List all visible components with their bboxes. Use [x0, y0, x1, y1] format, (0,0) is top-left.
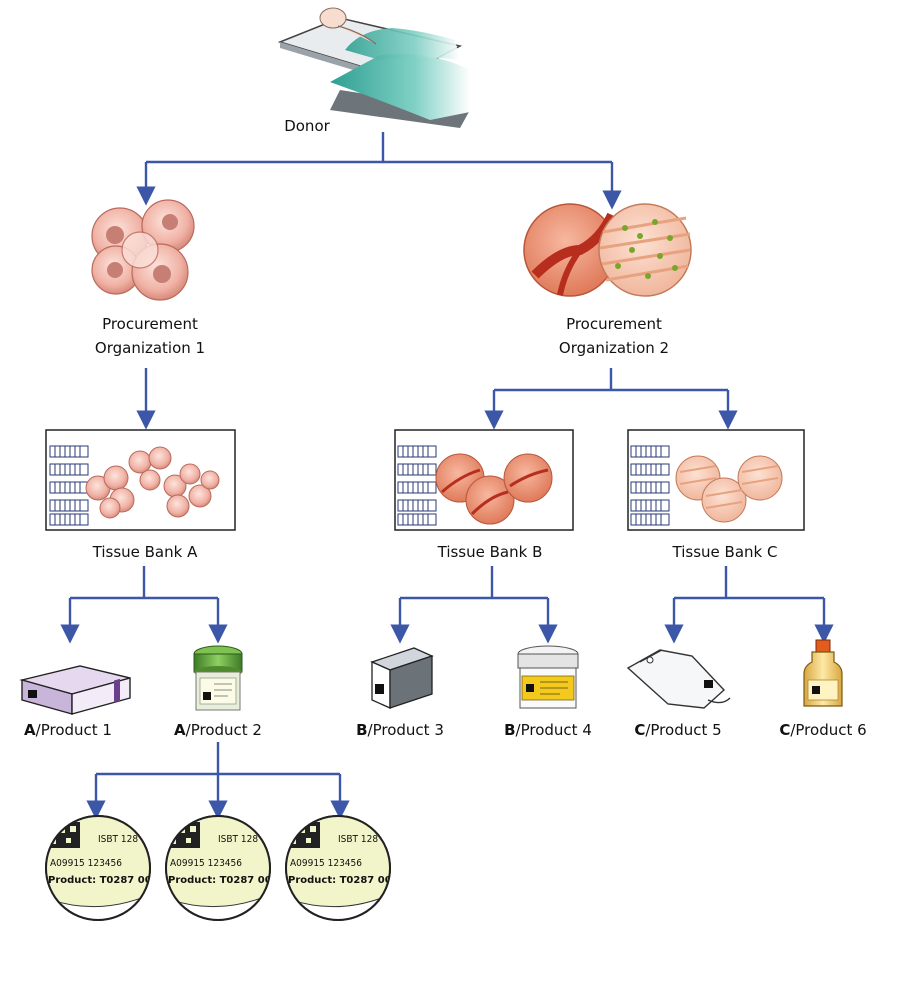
product-5-label: C/Product 5 — [618, 718, 738, 742]
product-4-label: B/Product 4 — [488, 718, 608, 742]
donor-label: Donor — [284, 117, 330, 135]
product-4-bank: B — [504, 721, 516, 739]
connector-po2-split — [494, 368, 728, 392]
product-1-box-illustration — [19, 665, 131, 715]
product-6-name: /Product 6 — [790, 721, 867, 739]
tissue-bank-a-box — [45, 429, 236, 531]
product-4-name: /Product 4 — [515, 721, 592, 739]
connector-donor — [146, 132, 612, 164]
tissue-bank-c-box — [627, 429, 805, 531]
product-2-name: /Product 2 — [185, 721, 262, 739]
procurement-2-illustration — [523, 203, 692, 297]
product-2-label: A/Product 2 — [158, 718, 278, 742]
tissue-bank-b-label: Tissue Bank B — [437, 543, 543, 561]
donor-illustration — [277, 7, 470, 128]
product-3-label: B/Product 3 — [340, 718, 460, 742]
procurement-org-1-line1: Procurement — [102, 315, 198, 333]
procurement-org-2-label: Procurement Organization 2 — [524, 312, 704, 360]
product-3-bank: B — [356, 721, 368, 739]
product-3-name: /Product 3 — [367, 721, 444, 739]
label-1-code: A09915 123456 — [50, 858, 122, 869]
label-2-magnifier: ISBT 128 A09915 123456 Product: T0287 00… — [165, 815, 279, 921]
product-2-bank: A — [174, 721, 186, 739]
tissue-bank-a-label: Tissue Bank A — [92, 543, 198, 561]
tissue-bank-b-box — [394, 429, 574, 531]
procurement-org-1-label: Procurement Organization 1 — [60, 312, 240, 360]
procurement-org-2-line2: Organization 2 — [558, 339, 670, 357]
tissue-bank-c-label: Tissue Bank C — [672, 543, 778, 561]
connectors — [60, 132, 834, 820]
product-5-bag-illustration — [626, 649, 731, 709]
procurement-1-illustration — [91, 199, 195, 301]
product-3-case-illustration — [370, 647, 434, 710]
label-1-product: Product: T0287 007 — [48, 875, 159, 886]
product-5-name: /Product 5 — [645, 721, 722, 739]
product-1-bank: A — [24, 721, 36, 739]
procurement-org-2-line1: Procurement — [566, 315, 662, 333]
label-2-code: A09915 123456 — [170, 858, 242, 869]
connector-bank-c-split — [674, 566, 824, 600]
rack-icon — [49, 445, 89, 526]
product-4-jar-illustration — [517, 645, 579, 709]
label-2-isbt: ISBT 128 — [218, 834, 258, 845]
product-2-jar-illustration — [193, 645, 243, 711]
procurement-org-1-line2: Organization 1 — [94, 339, 206, 357]
product-1-label: A/Product 1 — [8, 718, 128, 742]
connector-bank-b-split — [400, 566, 548, 600]
label-3-magnifier: ISBT 128 A09915 123456 Product: T0287 00… — [285, 815, 399, 921]
product-6-bank: C — [779, 721, 791, 739]
product-6-label: C/Product 6 — [763, 718, 883, 742]
label-3-code: A09915 123456 — [290, 858, 362, 869]
product-1-name: /Product 1 — [35, 721, 112, 739]
label-1-isbt: ISBT 128 — [98, 834, 138, 845]
connector-product-2-split — [96, 742, 340, 776]
product-5-bank: C — [634, 721, 646, 739]
product-6-bottle-illustration — [803, 639, 843, 707]
label-2-product: Product: T0287 008 — [168, 875, 279, 886]
label-3-isbt: ISBT 128 — [338, 834, 378, 845]
connector-bank-a-split — [70, 566, 218, 600]
label-3-product: Product: T0287 009 — [288, 875, 399, 886]
label-1-magnifier: ISBT 128 A09915 123456 Product: T0287 00… — [45, 815, 159, 921]
